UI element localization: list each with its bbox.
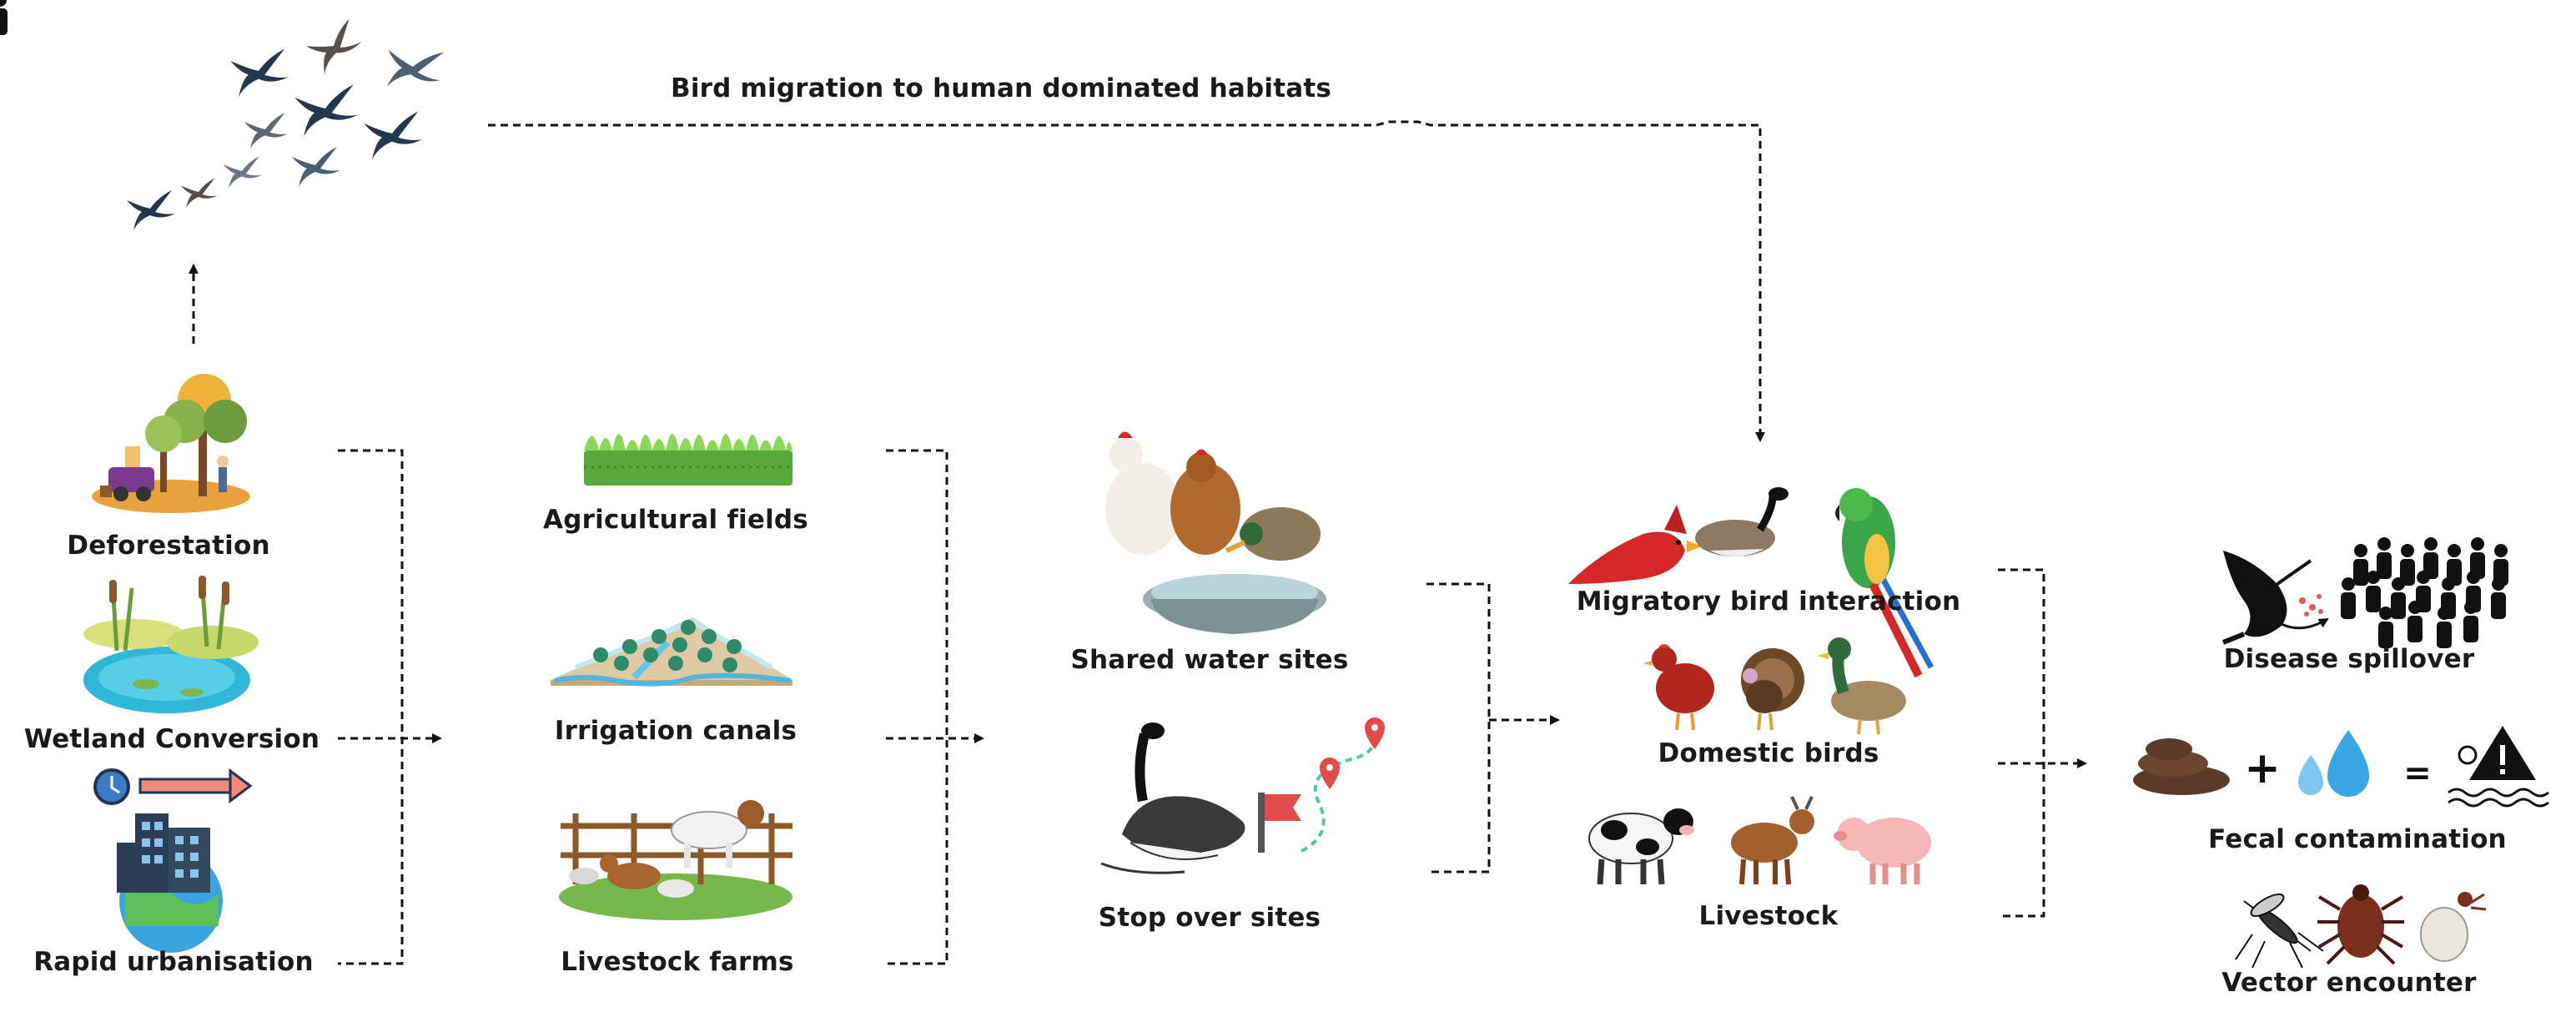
macaw-icon	[1835, 488, 1935, 678]
urbanisation-icon	[93, 768, 253, 953]
deforestation-icon	[92, 374, 250, 513]
goose-icon	[1695, 487, 1789, 557]
livestock-farm-icon	[559, 800, 792, 920]
cow-icon	[1588, 808, 1694, 885]
irrigation-canal-icon	[551, 617, 792, 687]
label-livestock-farms: Livestock farms	[561, 947, 794, 977]
flying-birds-icon	[127, 18, 444, 230]
label-wetland-conversion: Wetland Conversion	[23, 724, 320, 754]
bracket-habitats	[886, 449, 948, 965]
grass-field-icon	[584, 434, 792, 486]
label-fecal-contamination: Fecal contamination	[2208, 824, 2507, 854]
label-shared-water-sites: Shared water sites	[1070, 645, 1349, 675]
duck-icon	[1817, 637, 1906, 735]
water-bowl-chickens-icon	[1105, 431, 1326, 634]
formula-equals: =	[2403, 754, 2432, 793]
label-irrigation-canals: Irrigation canals	[554, 716, 797, 746]
tick-icon	[2317, 884, 2404, 965]
hen-icon	[1643, 644, 1714, 731]
cardinal-icon	[1568, 505, 1702, 584]
bracket-drivers	[338, 449, 404, 965]
label-migration-path: Bird migration to human dominated habita…	[670, 73, 1332, 103]
goat-icon	[1731, 796, 1814, 885]
label-rapid-urbanisation: Rapid urbanisation	[33, 947, 314, 977]
turkey-icon	[1741, 648, 1804, 731]
hummingbird-icon	[2221, 551, 2329, 645]
label-disease-spillover: Disease spillover	[2223, 644, 2475, 674]
label-deforestation: Deforestation	[67, 531, 270, 561]
connectors	[189, 120, 2087, 965]
goose-map-route-icon	[1100, 717, 1385, 874]
label-livestock: Livestock	[1698, 901, 1839, 931]
bracket-interactions	[1998, 568, 2045, 918]
label-agricultural-fields: Agricultural fields	[543, 505, 808, 535]
feces-icon	[2133, 738, 2230, 795]
hazard-water-icon	[2448, 726, 2549, 808]
wetland-icon	[83, 576, 259, 713]
label-vector-encounter: Vector encounter	[2221, 968, 2477, 998]
formula-plus: +	[2244, 743, 2281, 793]
mosquito-icon	[2235, 894, 2324, 969]
bracket-sites	[1426, 582, 1491, 873]
label-migratory-bird-interaction: Migratory bird interaction	[1576, 586, 1961, 617]
water-drops-icon	[2298, 730, 2369, 797]
crowd-icon	[0, 0, 2508, 648]
arrow-migration-path	[488, 120, 1765, 442]
label-domestic-birds: Domestic birds	[1658, 738, 1879, 768]
larva-icon	[2420, 892, 2487, 962]
pig-icon	[1834, 818, 1931, 884]
label-stop-over-sites: Stop over sites	[1098, 903, 1321, 933]
